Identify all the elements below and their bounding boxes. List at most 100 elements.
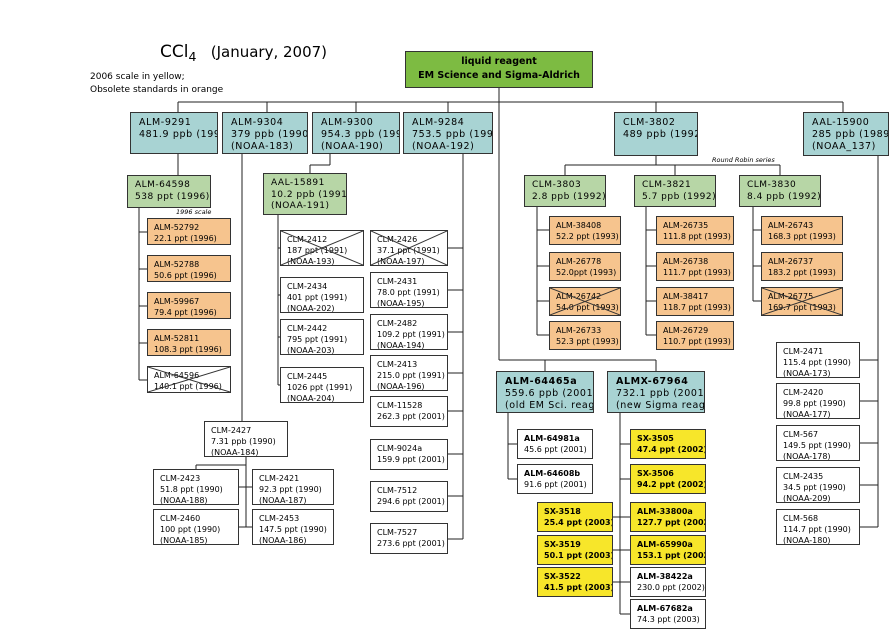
standard-value: 74.3 ppt (2003) [637, 615, 700, 624]
standard-note: (NOAA-194) [377, 341, 425, 350]
standard-id: ALM-26733 [556, 326, 602, 335]
standard-id: CLM-2471 [783, 347, 824, 356]
standard-box-alm59967: ALM-59967 79.4 ppt (1996) [147, 292, 231, 319]
standard-box-alm2633: ALM-26733 52.3 ppt (1993) [549, 321, 621, 350]
standard-id: CLM-2434 [287, 282, 328, 291]
standard-note: (NOAA-191) [271, 201, 330, 211]
standard-id: CLM-3802 [623, 117, 676, 128]
standard-value: 183.2 ppt (1993) [768, 268, 836, 277]
standard-id: ALM-26778 [556, 257, 602, 266]
standard-note: (NOAA-202) [287, 304, 335, 313]
standard-value: 559.6 ppb (2001) [505, 388, 594, 399]
standard-note: (NOAA_137) [812, 141, 876, 152]
standard-id: CLM-568 [783, 514, 819, 523]
standard-box-clm2482: CLM-2482 109.2 ppt (1991) (NOAA-194) [370, 314, 448, 350]
standard-note: (NOAA-178) [783, 452, 831, 461]
standard-note: (NOAA-186) [259, 536, 307, 545]
standard-id: CLM-2412 [287, 235, 328, 244]
standard-value: 1026 ppt (1991) [287, 383, 353, 392]
standard-id: CLM-2427 [211, 426, 252, 435]
standard-note: (NOAA-195) [377, 299, 425, 308]
standard-value: 34.5 ppt (1990) [783, 483, 846, 492]
standard-id: CLM-9024a [377, 444, 423, 453]
standard-id: CLM-2435 [783, 472, 824, 481]
standard-value: 114.7 ppt (1990) [783, 525, 851, 534]
standard-id: ALM-9304 [231, 117, 284, 128]
standard-value: 100 ppt (1990) [160, 525, 221, 534]
standard-value: 379 ppb (1990) [231, 129, 308, 140]
standard-value: 8.4 ppb (1992) [747, 191, 821, 202]
standard-id: ALM-38417 [663, 292, 709, 301]
standard-value: 41.5 ppt (2003) [544, 583, 613, 592]
standard-note: (NOAA-177) [783, 410, 831, 419]
standard-value: 54.0 ppt (1993) [556, 303, 619, 312]
standard-value: 118.7 ppt (1993) [663, 303, 731, 312]
standard-id: SX-3505 [637, 434, 674, 443]
standard-id: ALM-26729 [663, 326, 709, 335]
standard-box-alm38417: ALM-38417 118.7 ppt (1993) [656, 287, 734, 316]
standard-id: CLM-7512 [377, 486, 418, 495]
standard-note: (NOAA-188) [160, 496, 208, 505]
standard-value: 140.1 ppt (1996) [154, 382, 222, 391]
standard-value: 5.7 ppb (1992) [642, 191, 716, 202]
standard-id: ALM-38408 [556, 221, 602, 230]
standard-note: (NOAA-185) [160, 536, 208, 545]
legend-note-yellow: 2006 scale in yellow; [90, 72, 185, 82]
standard-id: CLM-2482 [377, 319, 418, 328]
standard-id: ALM-64596 [154, 371, 200, 380]
standard-value: 127.7 ppt (2002) [637, 518, 706, 527]
standard-id: ALM-9291 [139, 117, 192, 128]
standard-value: 52.3 ppt (1993) [556, 337, 619, 346]
standard-value: 230.0 ppt (2002) [637, 583, 705, 592]
standard-value: 954.3 ppb (1991) [321, 129, 399, 140]
root-line-1: liquid reagent [461, 56, 537, 67]
standard-value: 108.3 ppt (1996) [154, 345, 222, 354]
standard-value: 37.1 ppt (1991) [377, 246, 440, 255]
standard-id: ALM-59967 [154, 297, 200, 306]
standard-value: 538 ppt (1996) [135, 191, 210, 202]
standard-value: 285 ppb (1989) [812, 129, 889, 140]
standard-id: SX-3519 [544, 540, 581, 549]
standard-value: 753.5 ppb (1991) [412, 129, 493, 140]
standard-id: CLM-2460 [160, 514, 201, 523]
title-date: (January, 2007) [210, 43, 328, 61]
standard-id: AAL-15900 [812, 117, 870, 128]
standard-id: CLM-2453 [259, 514, 300, 523]
standard-value: 50.6 ppt (1996) [154, 271, 217, 280]
standard-id: ALM-64608b [524, 469, 581, 478]
standard-note: (NOAA-187) [259, 496, 307, 505]
standard-value: 732.1 ppb (2001) [616, 388, 705, 399]
standard-value: 168.3 ppt (1993) [768, 232, 836, 241]
standard-id: ALM-9300 [321, 117, 374, 128]
standard-id: ALM-64981a [524, 434, 580, 443]
standard-value: 51.8 ppt (1990) [160, 485, 223, 494]
standard-value: 79.4 ppt (1996) [154, 308, 217, 317]
standard-value: 10.2 ppb (1991) [271, 189, 347, 200]
standard-value: 109.2 ppt (1991) [377, 330, 445, 339]
